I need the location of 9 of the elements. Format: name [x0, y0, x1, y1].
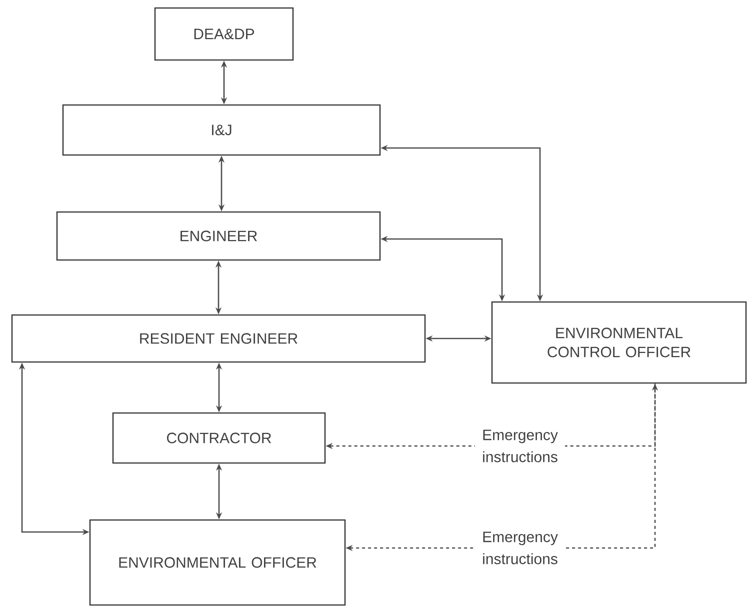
process-box: ENGINEER: [56, 211, 381, 261]
process-box: DEA&DP: [154, 7, 294, 61]
edge-label: Emergency instructions: [475, 530, 565, 566]
edge-label: Emergency instructions: [475, 428, 565, 464]
process-box: RESIDENT ENGINEER: [11, 314, 426, 363]
process-box: ENVIRONMENTAL CONTROL OFFICER: [491, 301, 747, 384]
process-box: I&J: [62, 104, 381, 156]
process-box: ENVIRONMENTAL OFFICER: [89, 519, 346, 606]
process-box: CONTRACTOR: [112, 412, 326, 464]
